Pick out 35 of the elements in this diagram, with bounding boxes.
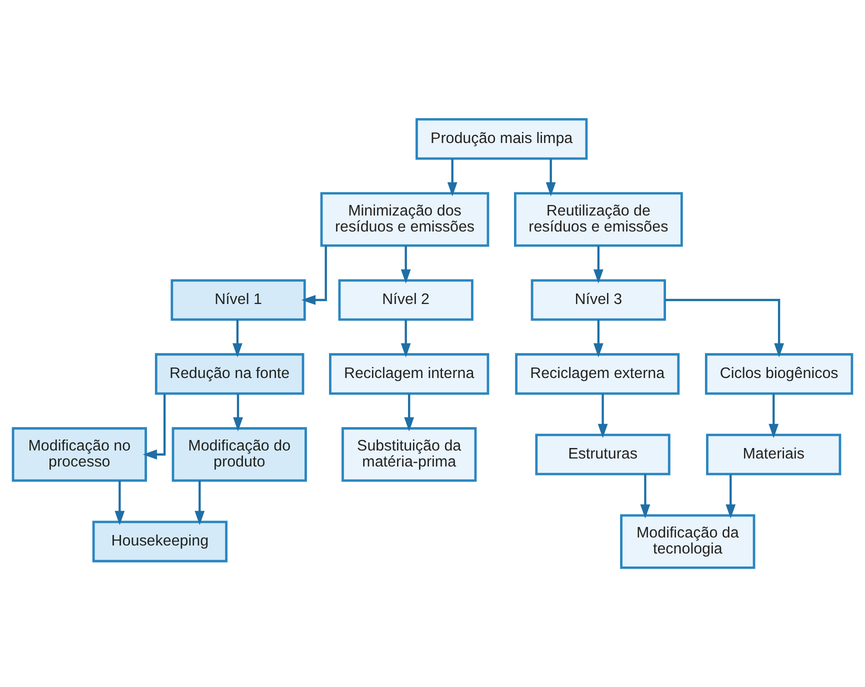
node-box: Produção mais limpa — [416, 118, 588, 160]
arrow — [593, 246, 604, 284]
node-box: Minimização dos resíduos e emissões — [320, 192, 490, 247]
arrow — [400, 246, 411, 284]
arrow — [404, 394, 414, 432]
node-box: Substituição da matéria-prima — [342, 427, 477, 482]
arrow — [232, 320, 242, 358]
arrow — [194, 480, 205, 526]
node-box: Estruturas — [535, 434, 670, 476]
arrow — [447, 158, 458, 196]
arrow — [726, 474, 736, 519]
arrow — [546, 158, 556, 196]
node-box: Nível 2 — [338, 279, 474, 321]
node-box: Redução na fonte — [154, 353, 304, 395]
arrow — [114, 480, 125, 526]
arrow — [301, 246, 327, 305]
node-box: Reciclagem interna — [329, 353, 490, 395]
node-box: Housekeeping — [92, 520, 228, 562]
arrow — [598, 394, 608, 438]
arrow — [400, 320, 411, 358]
node-box: Modificação do produto — [172, 427, 307, 482]
arrow — [665, 298, 784, 358]
arrow — [142, 394, 166, 460]
node-box: Nível 1 — [170, 279, 306, 321]
node-box: Materiais — [706, 434, 842, 476]
arrow — [768, 394, 779, 438]
arrow — [233, 394, 243, 432]
node-box: Ciclos biogênicos — [704, 353, 854, 395]
arrow — [593, 320, 604, 358]
node-box: Modificação no processo — [12, 427, 147, 482]
node-box: Nível 3 — [530, 279, 666, 321]
arrow — [640, 474, 650, 519]
node-box: Reciclagem externa — [515, 353, 680, 395]
node-box: Reutilização de resíduos e emissões — [514, 192, 683, 247]
node-box: Modificação da tecnologia — [620, 514, 756, 569]
